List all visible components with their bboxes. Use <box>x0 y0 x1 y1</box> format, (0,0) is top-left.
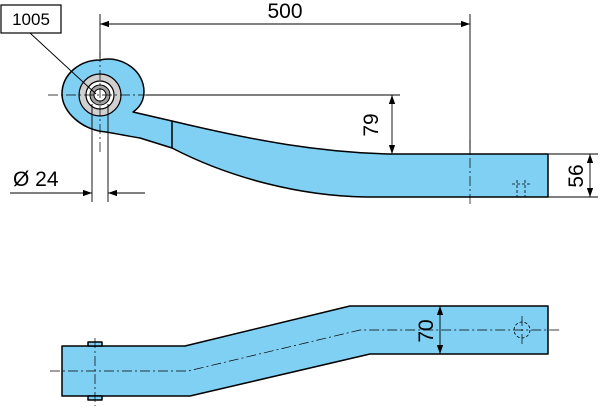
dimension-length: 500 <box>99 0 471 154</box>
part-label-text: 1005 <box>12 10 50 29</box>
dimension-width-label: 70 <box>415 319 438 342</box>
dimension-eye-diameter: Ø 24 <box>10 104 145 202</box>
dimension-drop-label: 79 <box>360 113 383 136</box>
dimension-thickness-label: 56 <box>565 164 588 187</box>
side-view <box>48 52 549 205</box>
dimension-eye-diameter-label: Ø 24 <box>13 168 59 191</box>
center-bolt-hole-top <box>513 321 531 339</box>
dimension-length-label: 500 <box>267 0 302 23</box>
dimension-drop: 79 <box>146 94 400 155</box>
part-label: 1005 <box>0 4 97 95</box>
dimension-width: 70 <box>415 306 444 354</box>
spring-centerline-top <box>50 329 560 372</box>
top-view <box>50 305 560 406</box>
spring-body-side <box>61 58 549 198</box>
spring-body-top <box>61 305 549 397</box>
dimension-thickness: 56 <box>548 153 598 198</box>
